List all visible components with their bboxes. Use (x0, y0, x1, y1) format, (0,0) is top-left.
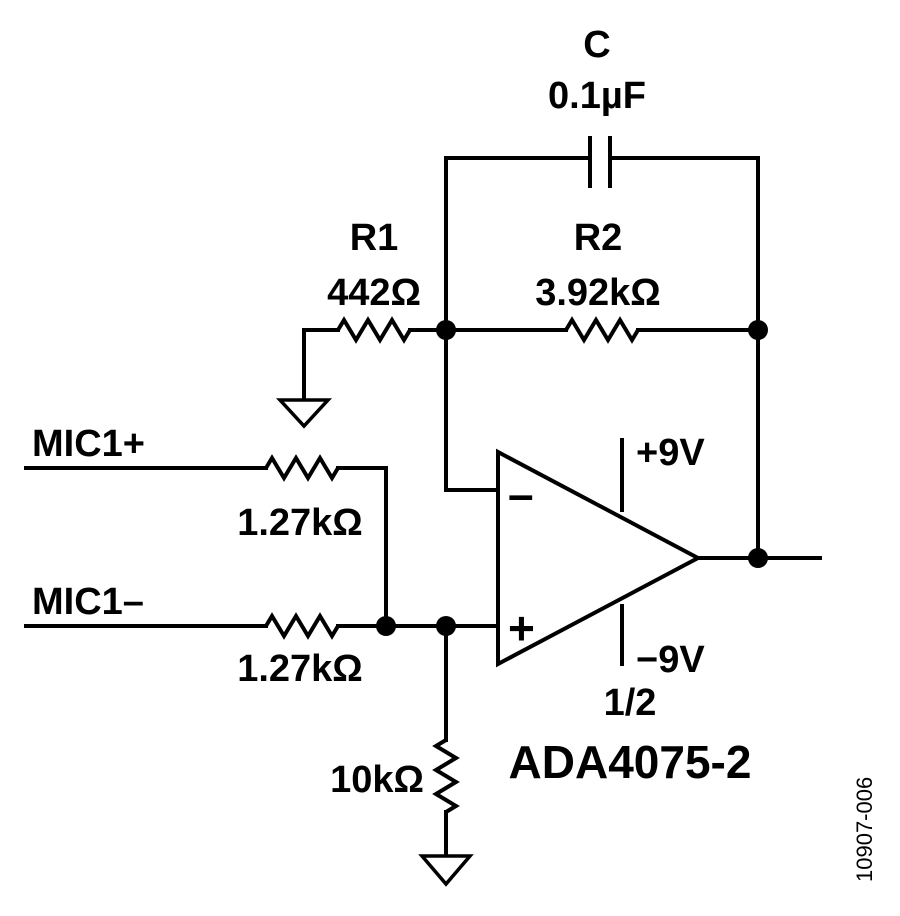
ground-icon (418, 854, 474, 887)
bias-resistor (432, 738, 460, 814)
inverting-input-wire (444, 328, 500, 492)
mic-minus-resistor-label: 1.27kΩ (237, 648, 363, 690)
op-amp-section-label: 1/2 (604, 682, 657, 724)
supply-neg-label: −9V (636, 639, 705, 681)
mic-plus-branch (24, 454, 388, 628)
op-amp (496, 438, 703, 668)
capacitor-ref-label: C (583, 24, 610, 66)
r1-branch (302, 316, 448, 402)
mic-minus-resistor (264, 612, 340, 640)
ground-icon (276, 398, 332, 429)
r2-value-label: 3.92kΩ (535, 272, 661, 314)
r1-value-label: 442Ω (327, 272, 421, 314)
mic-minus-label: MIC1– (32, 581, 144, 623)
mic-minus-branch (24, 612, 500, 640)
junction-dot (436, 616, 456, 636)
r2-branch (444, 316, 760, 344)
supply-pos-label: +9V (636, 432, 705, 474)
inverting-input-sign: – (508, 468, 534, 520)
mic-plus-resistor-label: 1.27kΩ (237, 502, 363, 544)
feedback-capacitor-branch (444, 136, 760, 332)
junction-dot (748, 548, 768, 568)
r1-ref-label: R1 (350, 217, 399, 259)
output-wire (756, 328, 822, 560)
r1-resistor (336, 316, 412, 344)
op-amp-part-label: ADA4075-2 (509, 736, 752, 788)
op-amp-triangle (496, 448, 703, 668)
bias-branch (432, 624, 460, 858)
mic-plus-resistor (264, 454, 340, 482)
junction-dot (436, 320, 456, 340)
junction-dot (376, 616, 396, 636)
r2-ref-label: R2 (574, 217, 623, 259)
mic-plus-label: MIC1+ (32, 423, 145, 465)
junction-dot (748, 320, 768, 340)
noninverting-input-sign: + (508, 602, 535, 654)
figure-id-label: 10907-006 (852, 777, 877, 882)
capacitor-value-label: 0.1µF (548, 75, 646, 117)
bias-resistor-label: 10kΩ (330, 759, 424, 801)
r2-resistor (564, 316, 640, 344)
